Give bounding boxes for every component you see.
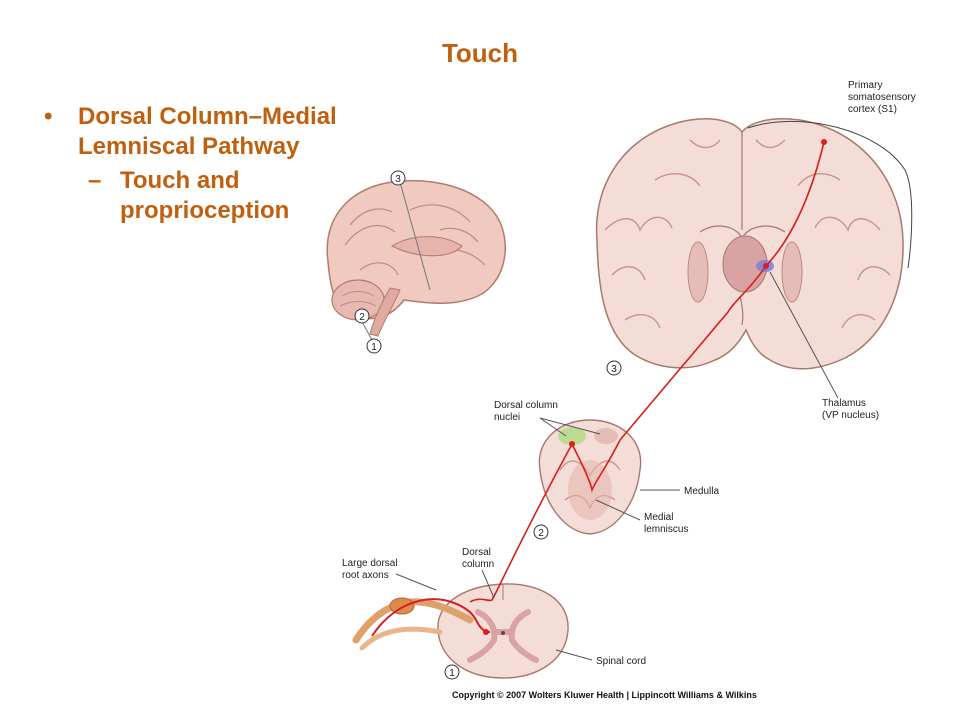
bullet-marker: •	[44, 103, 53, 130]
label-dorsal-column-line2: column	[462, 559, 494, 570]
section-number-2-small: 2	[359, 312, 365, 323]
label-ml-line2: lemniscus	[644, 524, 688, 535]
label-thalamus-line2: (VP nucleus)	[822, 410, 879, 421]
label-ml-line1: Medial	[644, 512, 673, 523]
dorsal-column-nuclei-highlight	[558, 427, 586, 445]
label-medulla: Medulla	[684, 486, 719, 497]
section-marker-3	[390, 170, 406, 186]
slide-title: Touch	[441, 38, 519, 68]
label-cortex-line2: somatosensory	[848, 92, 916, 103]
bullet-list: • Dorsal Column–Medial Lemniscal Pathway…	[44, 102, 344, 226]
section-marker-1	[366, 338, 382, 354]
label-dcn-line1: Dorsal column	[494, 400, 558, 411]
sub-bullet-marker: –	[88, 167, 102, 194]
dcml-pathway	[371, 139, 827, 637]
section-number-1-small: 1	[371, 342, 377, 353]
section-number-3: 3	[611, 364, 617, 375]
sub-bullet-text: Touch and proprioception	[120, 167, 290, 224]
cortex-bracket	[747, 120, 913, 269]
section-number-3-small: 3	[395, 174, 401, 185]
section-number-1: 1	[449, 668, 455, 679]
copyright-notice: Copyright © 2007 Wolters Kluwer Health |…	[452, 690, 757, 700]
label-cortex-line1: Primary	[848, 80, 882, 91]
sub-bullet-item: – Touch and proprioception	[44, 166, 344, 226]
label-dorsal-column-line1: Dorsal	[462, 547, 491, 558]
label-cortex-line3: cortex (S1)	[848, 104, 897, 115]
label-ldra-line1: Large dorsal	[342, 558, 398, 569]
label-spinal-cord: Spinal cord	[596, 656, 646, 667]
sagittal-brain: 3 2 1	[326, 170, 507, 354]
spinal-cord-section: 1	[437, 583, 569, 680]
bullet-item: • Dorsal Column–Medial Lemniscal Pathway	[44, 102, 344, 162]
medulla-section: 2	[533, 419, 642, 540]
label-ldra-line2: root axons	[342, 570, 389, 581]
bullet-text: Dorsal Column–Medial Lemniscal Pathway	[78, 103, 337, 160]
label-thalamus-line1: Thalamus	[822, 398, 866, 409]
label-dcn-line2: nuclei	[494, 412, 520, 423]
coronal-brain-section	[595, 118, 904, 370]
section-marker-2	[354, 308, 370, 324]
section-number-2: 2	[538, 528, 544, 539]
